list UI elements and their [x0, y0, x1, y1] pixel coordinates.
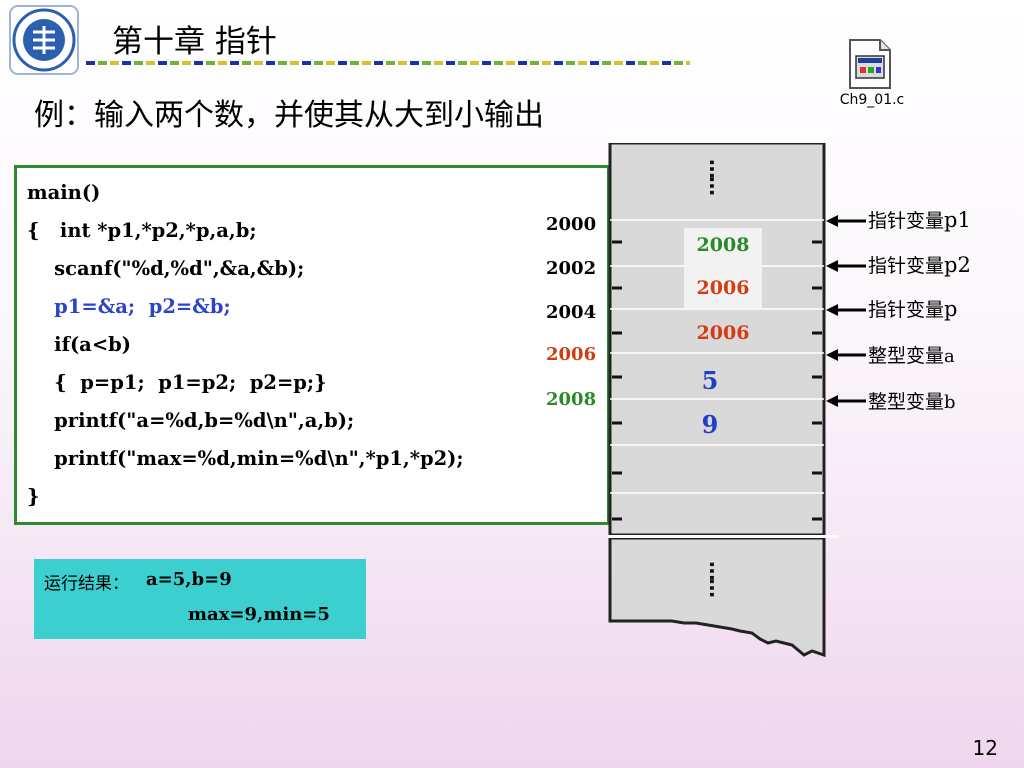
code-box: main() { int *p1,*p2,*p,a,b; scanf("%d,%… [14, 165, 610, 525]
page-number: 12 [972, 736, 998, 760]
result-label: 运行结果： [44, 574, 129, 594]
code-line: { int *p1,*p2,*p,a,b; [27, 219, 257, 242]
annotation-p-name: p [944, 297, 958, 321]
file-icon[interactable] [846, 38, 894, 90]
annotation-p2: 指针变量p2 [868, 251, 971, 278]
school-logo [9, 5, 79, 75]
code-line: printf("max=%d,min=%d\n",*p1,*p2); [27, 447, 464, 470]
address-2004: 2004 [546, 302, 597, 323]
chapter-title: 第十章 指针 [112, 24, 277, 60]
annotation-a-name: a [944, 346, 955, 367]
arrow-left-icon [826, 349, 866, 361]
code-line-highlighted: p1=&a; p2=&b; [27, 295, 231, 318]
memory-bottom-dots: …… [705, 561, 729, 595]
memory-top-dots: …… [705, 159, 729, 193]
memory-block [608, 143, 826, 537]
annotation-p1-prefix: 指针变量 [868, 210, 945, 232]
arrow-left-icon [826, 215, 866, 227]
annotation-b-name: b [944, 392, 956, 413]
annotation-b-prefix: 整型变量 [868, 391, 945, 413]
annotation-p: 指针变量p [868, 295, 957, 322]
annotation-p-prefix: 指针变量 [868, 299, 945, 321]
title-divider [86, 61, 690, 65]
arrow-left-icon [826, 395, 866, 407]
cell-value-b: 9 [701, 410, 719, 439]
annotation-p1: 指针变量p1 [868, 206, 971, 233]
memory-value-panel [684, 228, 762, 308]
code-line: printf("a=%d,b=%d\n",a,b); [27, 409, 355, 432]
cell-value-a: 5 [701, 366, 719, 395]
annotation-b: 整型变量b [868, 387, 956, 414]
annotation-p2-prefix: 指针变量 [868, 255, 945, 277]
cell-value-p1: 2008 [696, 234, 750, 256]
cell-value-p: 2006 [696, 322, 750, 344]
code-line: } [27, 485, 40, 508]
annotation-p1-name: p1 [944, 208, 971, 232]
memory-ticks [612, 240, 822, 521]
code-line: scanf("%d,%d",&a,&b); [27, 257, 305, 280]
result-box: 运行结果： a=5,b=9 max=9,min=5 [34, 559, 366, 639]
address-2000: 2000 [546, 214, 597, 235]
memory-block-lower [608, 536, 826, 658]
example-heading: 例：输入两个数，并使其从大到小输出 [34, 98, 544, 133]
code-line: main() [27, 181, 101, 204]
arrow-left-icon [826, 304, 866, 316]
address-2002: 2002 [546, 258, 597, 279]
annotation-a-prefix: 整型变量 [868, 345, 945, 367]
arrow-left-icon [826, 260, 866, 272]
file-label[interactable]: Ch9_01.c [839, 92, 905, 108]
result-line-1: a=5,b=9 [146, 569, 232, 590]
memory-diagram [608, 143, 838, 658]
cell-value-p2: 2006 [696, 277, 750, 299]
annotation-a: 整型变量a [868, 341, 955, 368]
address-2006: 2006 [546, 344, 597, 365]
result-line-2: max=9,min=5 [188, 604, 330, 625]
annotation-p2-name: p2 [944, 253, 971, 277]
address-2008: 2008 [546, 389, 597, 410]
code-line: { p=p1; p1=p2; p2=p;} [27, 371, 327, 394]
code-line: if(a<b) [27, 333, 132, 356]
